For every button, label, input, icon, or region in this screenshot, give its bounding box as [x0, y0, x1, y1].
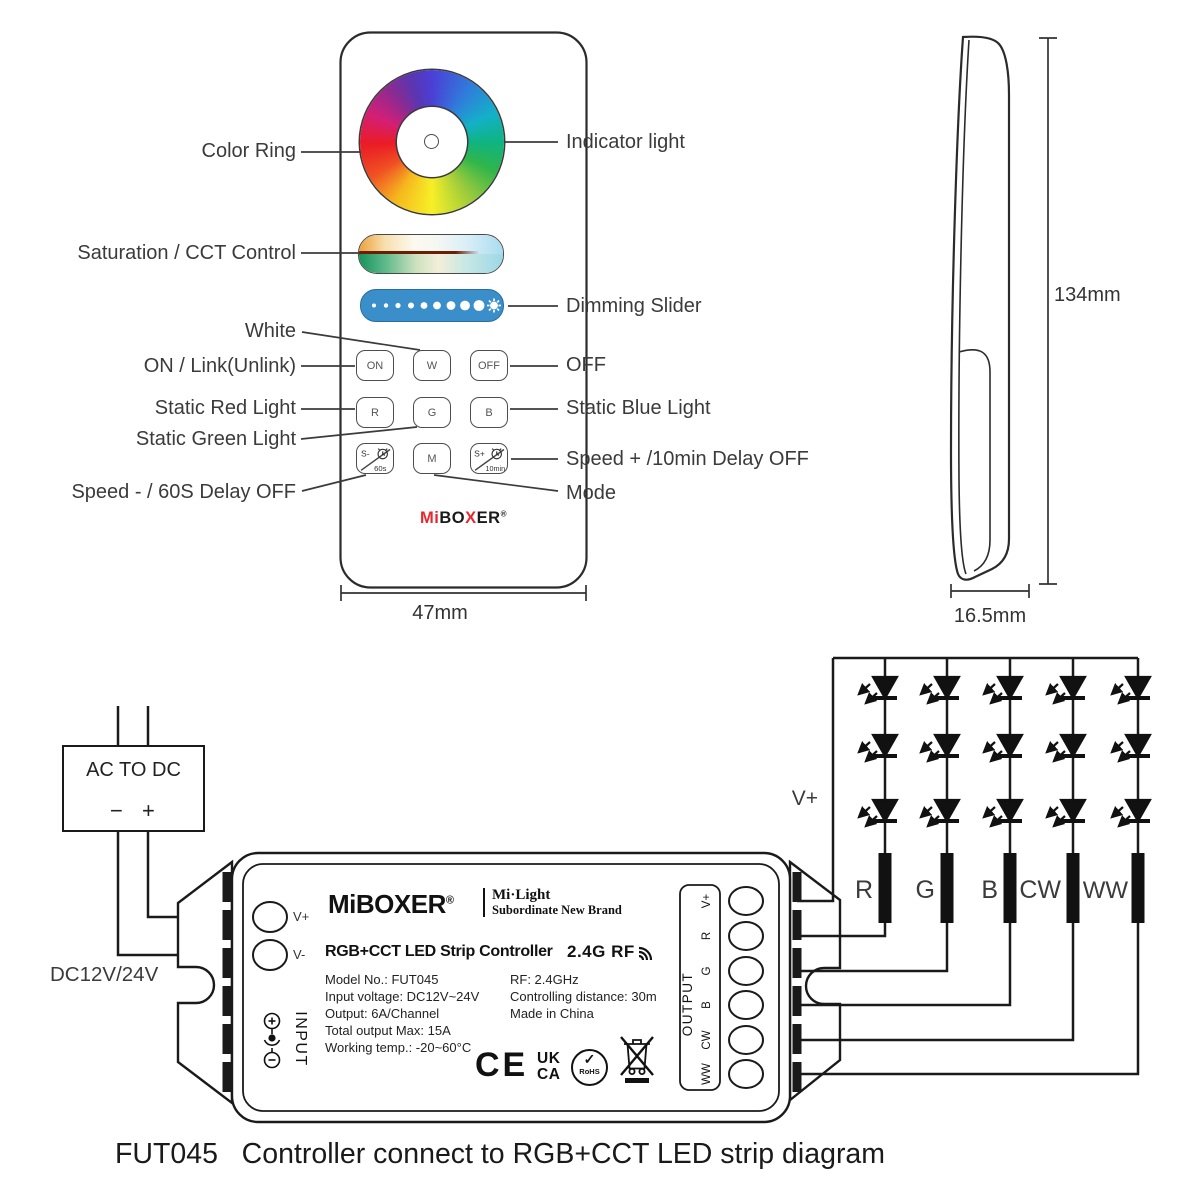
remote-brand-logo: MiBOXER® [420, 509, 507, 527]
label-on-link: ON / Link(Unlink) [143, 355, 296, 377]
label-speed-plus: Speed + /10min Delay OFF [566, 448, 809, 470]
output-channel-labels: V+ R G B CW WW [701, 894, 713, 1085]
controller-brand-tagline: Mi·Light Subordinate New Brand [483, 888, 622, 917]
label-color-ring: Color Ring [201, 140, 296, 162]
speed-plus-glyph: S+ [474, 448, 485, 458]
input-label: INPUT [292, 1011, 309, 1067]
speed-minus-sub: 60s [374, 464, 387, 473]
label-off: OFF [566, 354, 606, 376]
white-button[interactable]: W [413, 350, 451, 381]
controller-inner-outline [242, 863, 780, 1112]
led-symbols [859, 677, 1150, 826]
svg-text:G: G [701, 966, 713, 975]
vplus-input-label: V+ [293, 909, 310, 924]
controller-brand-logo: MiBOXER® [328, 889, 454, 919]
rf-badge: 2.4G RF [567, 942, 657, 964]
remote-width-dimension: 47mm [412, 602, 468, 624]
color-ring[interactable] [360, 70, 504, 214]
svg-text:R: R [855, 876, 873, 904]
speed-minus-glyph: S- [361, 448, 370, 458]
svg-text:B: B [981, 876, 998, 904]
on-button[interactable]: ON [356, 350, 394, 381]
cct-gradient-bottom [359, 254, 503, 273]
output-terminal-ovals [728, 886, 764, 1089]
ce-mark-icon: CE [475, 1046, 529, 1084]
indicator-light [424, 134, 439, 149]
dc-polarity-icon [263, 1012, 281, 1069]
svg-text:WW: WW [701, 1063, 713, 1085]
label-static-red: Static Red Light [154, 397, 296, 419]
output-label: OUTPUT [680, 972, 695, 1037]
weee-bin-icon [620, 1036, 654, 1083]
plus-terminal: + [142, 798, 155, 823]
label-indicator-light: Indicator light [566, 131, 685, 153]
dimming-slider-dots [372, 298, 501, 313]
red-button[interactable]: R [356, 397, 394, 428]
led-resistors [878, 853, 1145, 923]
green-button[interactable]: G [413, 397, 451, 428]
minus-terminal: − [110, 798, 123, 823]
svg-text:CW: CW [1019, 876, 1061, 904]
rohs-mark-icon: ✓ RoHS [571, 1049, 608, 1086]
led-vplus-label: V+ [792, 787, 818, 810]
sun-icon [487, 298, 501, 313]
speed-plus-sub: 10min [485, 464, 505, 473]
label-speed-minus: Speed - / 60S Delay OFF [71, 481, 296, 503]
controller-specs-left: Model No.: FUT045 Input voltage: DC12V~2… [325, 972, 480, 1055]
mode-button[interactable]: M [413, 443, 451, 474]
dimming-slider[interactable] [360, 289, 504, 322]
width-dimension-lines [340, 585, 587, 601]
speed-minus-button[interactable]: S- 60s [356, 443, 394, 474]
controller-title: RGB+CCT LED Strip Controller [325, 943, 553, 960]
svg-text:V+: V+ [701, 894, 713, 909]
clock-icon [490, 447, 502, 459]
speed-plus-button[interactable]: S+ 10min [470, 443, 508, 474]
input-terminal-ovals [252, 901, 288, 971]
blue-button[interactable]: B [470, 397, 508, 428]
svg-text:G: G [916, 876, 935, 904]
label-mode: Mode [566, 482, 617, 504]
vminus-input-label: V- [293, 947, 306, 962]
svg-text:CW: CW [701, 1030, 713, 1049]
rf-signal-icon [638, 946, 652, 961]
led-channel-labels: R G B CW WW [855, 876, 1128, 904]
output-label-box [679, 884, 721, 1091]
svg-text:R: R [701, 932, 713, 940]
off-button[interactable]: OFF [470, 350, 508, 381]
output-wires [797, 656, 1140, 1076]
saturation-cct-slider[interactable] [358, 234, 504, 274]
remote-height-dimension: 134mm [1054, 284, 1121, 306]
cct-gradient-top [359, 235, 503, 254]
label-saturation-cct: Saturation / CCT Control [77, 242, 296, 264]
remote-depth-dimension: 16.5mm [953, 605, 1027, 627]
svg-text:WW: WW [1083, 877, 1129, 904]
svg-text:B: B [701, 1001, 713, 1009]
label-static-blue: Static Blue Light [566, 397, 711, 419]
label-static-green: Static Green Light [135, 428, 296, 450]
controller-specs-right: RF: 2.4GHz Controlling distance: 30m Mad… [510, 972, 657, 1021]
ac-to-dc-box: AC TO DC − + [62, 745, 205, 832]
diagram-caption: FUT045 Controller connect to RGB+CCT LED… [114, 1138, 886, 1170]
label-white: White [244, 320, 296, 342]
clock-icon [376, 447, 388, 459]
remote-side-profile [949, 35, 1011, 581]
ukca-mark-icon: UK CA [537, 1050, 561, 1083]
side-dimension-lines [950, 37, 1057, 598]
ac-to-dc-label: AC TO DC [86, 759, 181, 781]
label-dimming-slider: Dimming Slider [566, 295, 702, 317]
dc-voltage-label: DC12V/24V [50, 963, 159, 986]
cct-gradient-line [359, 251, 483, 254]
